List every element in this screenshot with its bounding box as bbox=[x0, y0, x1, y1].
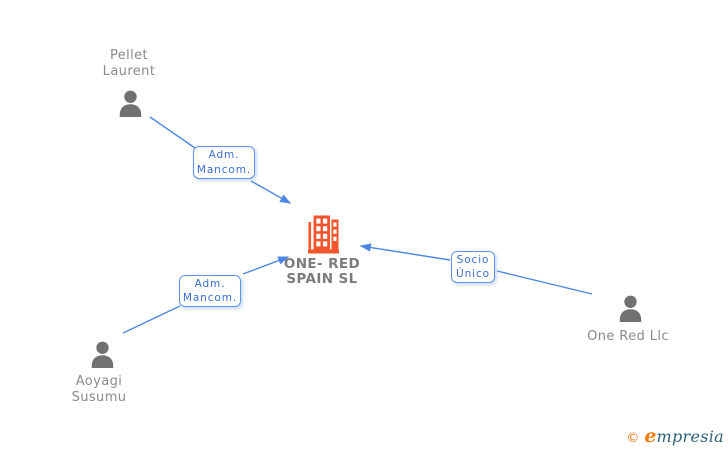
edge-pellet-to-company bbox=[149, 116, 292, 204]
person-icon bbox=[119, 90, 142, 117]
copyright-icon: © bbox=[626, 431, 640, 446]
brand-initial: e bbox=[644, 425, 657, 447]
node-label-one-red-llc: One Red Llc bbox=[587, 329, 669, 344]
brand-rest: mpresia bbox=[656, 427, 724, 446]
empresia-watermark[interactable]: © e mpresia bbox=[626, 425, 724, 447]
edge-label-adm-mancom-2: Adm. Mancom. bbox=[179, 275, 241, 307]
edge-label-adm-mancom-1: Adm. Mancom. bbox=[193, 146, 255, 179]
node-label-one-red-spain-sl: ONE- RED SPAIN SL bbox=[283, 256, 361, 287]
edge-aoyagi-to-company bbox=[122, 256, 290, 334]
node-label-aoyagi-susumu: Aoyagi Susumu bbox=[71, 374, 127, 405]
edge-label-socio-unico: Socio Único bbox=[451, 251, 495, 283]
node-label-pellet-laurent: Pellet Laurent bbox=[102, 48, 156, 79]
person-icon bbox=[619, 295, 642, 322]
building-icon bbox=[308, 215, 339, 254]
person-icon bbox=[91, 341, 114, 368]
edge-onered-to-company bbox=[359, 243, 593, 295]
